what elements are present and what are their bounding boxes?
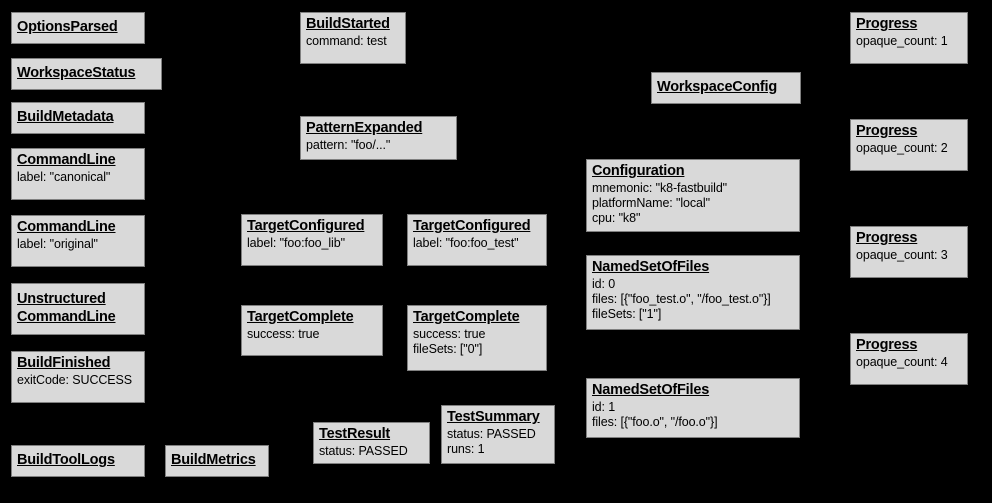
node-field: label: "foo:foo_test" bbox=[413, 236, 519, 251]
node-field: opaque_count: 3 bbox=[856, 248, 948, 263]
node-unstructured-command-line[interactable]: Unstructured CommandLine bbox=[11, 283, 145, 335]
node-title: TargetConfigured bbox=[413, 218, 531, 234]
node-field: success: true bbox=[413, 327, 486, 342]
node-workspace-config[interactable]: WorkspaceConfig bbox=[651, 72, 801, 104]
node-fields: mnemonic: "k8-fastbuild"platformName: "l… bbox=[592, 181, 794, 225]
node-target-configured-foo-lib[interactable]: TargetConfigured label: "foo:foo_lib" bbox=[241, 214, 383, 266]
node-field: mnemonic: "k8-fastbuild" bbox=[592, 181, 728, 196]
node-title: WorkspaceConfig bbox=[657, 78, 778, 95]
node-title: Configuration bbox=[592, 163, 685, 179]
node-field: exitCode: SUCCESS bbox=[17, 373, 133, 388]
node-fields: label: "foo:foo_lib" bbox=[247, 236, 377, 251]
node-test-result[interactable]: TestResult status: PASSED bbox=[313, 422, 430, 464]
node-fields: opaque_count: 1 bbox=[856, 34, 962, 49]
node-field: label: "original" bbox=[17, 237, 98, 252]
node-configuration[interactable]: Configuration mnemonic: "k8-fastbuild"pla… bbox=[586, 159, 800, 232]
node-field: label: "canonical" bbox=[17, 170, 111, 185]
node-title: TestResult bbox=[319, 426, 391, 442]
node-progress-1[interactable]: Progress opaque_count: 1 bbox=[850, 12, 968, 64]
node-title: CommandLine bbox=[17, 152, 116, 168]
node-build-tool-logs[interactable]: BuildToolLogs bbox=[11, 445, 145, 477]
node-title: NamedSetOfFiles bbox=[592, 259, 710, 275]
node-title: TargetConfigured bbox=[247, 218, 365, 234]
node-fields: pattern: "foo/..." bbox=[306, 138, 451, 153]
node-progress-4[interactable]: Progress opaque_count: 4 bbox=[850, 333, 968, 385]
node-progress-2[interactable]: Progress opaque_count: 2 bbox=[850, 119, 968, 171]
node-target-complete-lib[interactable]: TargetComplete success: true bbox=[241, 305, 383, 356]
node-title: TargetComplete bbox=[247, 309, 354, 325]
node-title: CommandLine bbox=[17, 219, 116, 235]
node-build-metadata[interactable]: BuildMetadata bbox=[11, 102, 145, 134]
node-title: Progress bbox=[856, 337, 918, 353]
node-title: Progress bbox=[856, 123, 918, 139]
node-field: files: [{"foo.o", "/foo.o"}] bbox=[592, 414, 718, 429]
node-title: Unstructured CommandLine bbox=[17, 291, 116, 325]
node-workspace-status[interactable]: WorkspaceStatus bbox=[11, 58, 162, 90]
node-build-metrics[interactable]: BuildMetrics bbox=[165, 445, 269, 477]
node-field: platformName: "local" bbox=[592, 195, 710, 210]
node-field: cpu: "k8" bbox=[592, 210, 641, 225]
node-title: WorkspaceStatus bbox=[17, 64, 136, 81]
node-title: PatternExpanded bbox=[306, 120, 423, 136]
node-pattern-expanded[interactable]: PatternExpanded pattern: "foo/..." bbox=[300, 116, 457, 160]
node-title: Progress bbox=[856, 16, 918, 32]
node-title: BuildFinished bbox=[17, 355, 111, 371]
node-fields: status: PASSED bbox=[319, 444, 424, 459]
node-title: BuildToolLogs bbox=[17, 451, 115, 468]
node-title: NamedSetOfFiles bbox=[592, 382, 710, 398]
node-field: id: 1 bbox=[592, 400, 616, 415]
node-title: TestSummary bbox=[447, 409, 540, 425]
node-fields: label: "foo:foo_test" bbox=[413, 236, 541, 251]
node-field: files: [{"foo_test.o", "/foo_test.o"}] bbox=[592, 291, 771, 306]
node-fields: command: test bbox=[306, 34, 400, 49]
node-fields: exitCode: SUCCESS bbox=[17, 373, 139, 388]
node-title: TargetComplete bbox=[413, 309, 520, 325]
node-field: pattern: "foo/..." bbox=[306, 138, 391, 153]
node-field: opaque_count: 2 bbox=[856, 141, 948, 156]
node-fields: opaque_count: 3 bbox=[856, 248, 962, 263]
node-field: status: PASSED bbox=[447, 427, 536, 442]
node-target-configured-foo-test[interactable]: TargetConfigured label: "foo:foo_test" bbox=[407, 214, 547, 266]
node-command-line-original[interactable]: CommandLine label: "original" bbox=[11, 215, 145, 267]
node-field: opaque_count: 4 bbox=[856, 355, 948, 370]
node-field: id: 0 bbox=[592, 277, 616, 292]
node-fields: opaque_count: 4 bbox=[856, 355, 962, 370]
node-title: BuildMetadata bbox=[17, 108, 114, 125]
node-fields: success: true bbox=[247, 327, 377, 342]
node-title: BuildMetrics bbox=[171, 451, 256, 468]
node-fields: label: "canonical" bbox=[17, 170, 139, 185]
node-progress-3[interactable]: Progress opaque_count: 3 bbox=[850, 226, 968, 278]
node-field: fileSets: ["1"] bbox=[592, 306, 662, 321]
node-field: success: true bbox=[247, 327, 320, 342]
node-build-finished[interactable]: BuildFinished exitCode: SUCCESS bbox=[11, 351, 145, 403]
node-fields: label: "original" bbox=[17, 237, 139, 252]
node-command-line-canonical[interactable]: CommandLine label: "canonical" bbox=[11, 148, 145, 200]
node-field: fileSets: ["0"] bbox=[413, 341, 483, 356]
node-title: BuildStarted bbox=[306, 16, 390, 32]
node-field: command: test bbox=[306, 34, 387, 49]
node-field: label: "foo:foo_lib" bbox=[247, 236, 345, 251]
node-field: runs: 1 bbox=[447, 441, 485, 456]
node-options-parsed[interactable]: OptionsParsed bbox=[11, 12, 145, 44]
node-title: Progress bbox=[856, 230, 918, 246]
node-title: OptionsParsed bbox=[17, 18, 118, 35]
node-build-started[interactable]: BuildStarted command: test bbox=[300, 12, 406, 64]
node-fields: opaque_count: 2 bbox=[856, 141, 962, 156]
node-field: status: PASSED bbox=[319, 444, 408, 459]
node-field: opaque_count: 1 bbox=[856, 34, 948, 49]
